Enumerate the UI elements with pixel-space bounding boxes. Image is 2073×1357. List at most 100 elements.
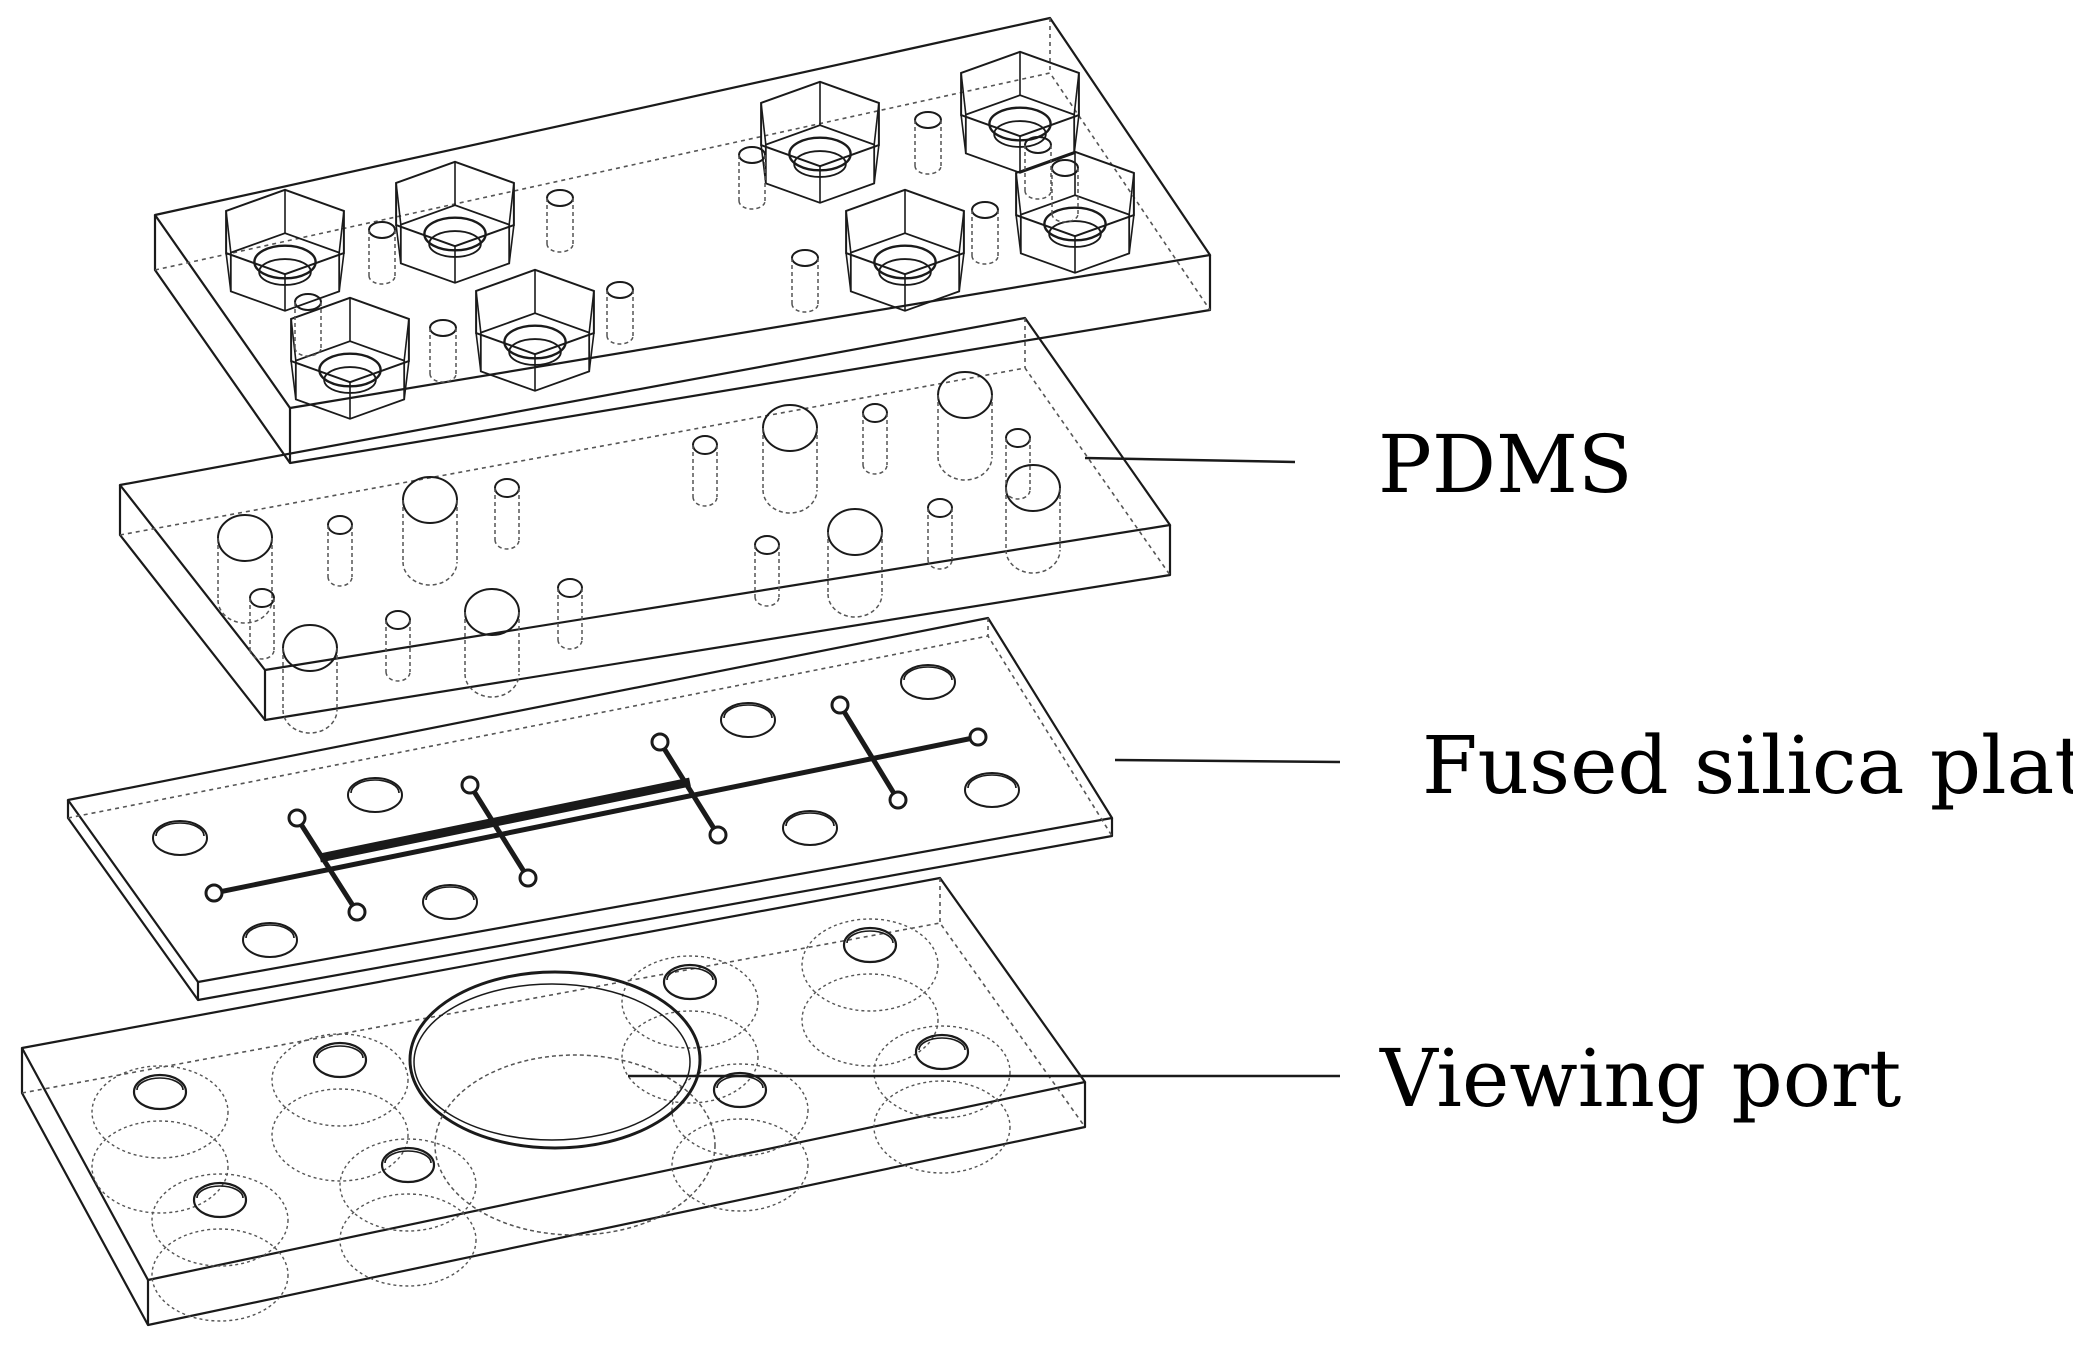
reservoir-2-2 — [518, 868, 538, 888]
hex-nut-8-hex-edge — [1128, 172, 1135, 215]
silica-port-rim-3 — [723, 704, 773, 719]
pdms-middle-layer — [118, 316, 1172, 734]
hex-nut-1-hex-edge — [225, 252, 232, 292]
hex-nut-5-hex-edge — [873, 102, 880, 145]
mid-pin-1-top — [327, 515, 353, 535]
silica-port-rim-4 — [903, 666, 953, 681]
hex-nut-6-hex-edge — [960, 114, 967, 154]
holder-hole-rim-3 — [666, 967, 714, 981]
hex-nut-5-hex-edge — [760, 102, 767, 145]
mid-bore-1-top — [217, 514, 273, 562]
holder-well-7 — [671, 1063, 809, 1157]
reservoir-1-2 — [347, 902, 367, 922]
hex-nut-4-hex-edge — [475, 332, 482, 372]
holder-well-1 — [91, 1065, 229, 1159]
holder-well-lower-3 — [621, 1010, 759, 1104]
top-pin-5-bottom — [606, 335, 634, 345]
hex-nut-3-bore — [318, 352, 382, 388]
mid-bore-1-bottom — [217, 599, 273, 624]
mid-bore-5-top — [282, 624, 338, 672]
viewing-port-window — [408, 970, 702, 1150]
reservoir-1-1 — [287, 808, 307, 828]
holder-well-lower-2 — [271, 1088, 409, 1182]
hex-nut-3-hex-edge — [290, 360, 297, 400]
holder-hole-2 — [312, 1041, 368, 1079]
hex-nut-7-hex-edge — [958, 210, 965, 253]
hex-nut-6-bore-inner — [993, 120, 1047, 148]
top-pin-11-top — [1024, 136, 1052, 154]
silica-port-4 — [900, 664, 956, 700]
mid-pin-4-top — [862, 403, 888, 423]
mid-bore-3-bottom — [762, 489, 818, 514]
mid-pin-4-bottom — [862, 464, 888, 475]
channel-end-2 — [968, 727, 988, 747]
pdms-top-layer — [153, 16, 1212, 465]
holder-well-8 — [873, 1025, 1011, 1119]
holder-hole-5 — [192, 1181, 248, 1219]
silica-port-7 — [782, 810, 838, 846]
hex-nut-6-hex-edge — [960, 72, 967, 115]
bottom-hidden-edge — [21, 922, 1086, 1128]
holder-hole-8 — [914, 1033, 970, 1071]
silica-port-3 — [720, 702, 776, 738]
top-pin-7-bottom — [914, 165, 942, 175]
hex-nut-8-bore-inner — [1048, 220, 1102, 248]
holder-well-lower-8 — [873, 1080, 1011, 1174]
mid-bore-7-top — [827, 508, 883, 556]
hex-nut-7-hex-edge — [845, 210, 852, 253]
separation-channel-dense — [319, 777, 691, 863]
hex-nut-2-bore-inner — [428, 230, 482, 258]
main-channel — [213, 734, 979, 896]
hex-nut-2-bore — [423, 216, 487, 252]
mid-bore-7-bottom — [827, 593, 883, 618]
top-pin-9-bottom — [791, 303, 819, 313]
top-pin-10-bottom — [1051, 213, 1079, 223]
hex-nut-1-bore-inner — [258, 258, 312, 286]
mid-pin-9-bottom — [927, 559, 953, 570]
silica-port-8 — [964, 772, 1020, 808]
cross-channel-1 — [294, 816, 360, 914]
hex-nut-6-bore — [988, 106, 1052, 142]
top-pin-6-top — [738, 146, 766, 164]
top-pin-4-top — [429, 319, 457, 337]
silica-port-1 — [152, 820, 208, 856]
holder-well-2 — [271, 1033, 409, 1127]
holder-hole-rim-1 — [136, 1077, 184, 1091]
hex-nut-1-hex-edge — [225, 210, 232, 253]
hex-nut-2-hex-edge — [395, 182, 402, 225]
hex-nut-1-bore — [253, 244, 317, 280]
hex-nut-8-hex-edge — [1015, 214, 1022, 254]
mid-pin-5-bottom — [249, 649, 275, 660]
mid-pin-1-bottom — [327, 576, 353, 587]
mid-pin-5-top — [249, 588, 275, 608]
top-pin-1-bottom — [368, 275, 396, 285]
reservoir-3-1 — [650, 732, 670, 752]
holder-well-4 — [801, 918, 939, 1012]
top-pin-5-top — [606, 281, 634, 299]
silica-port-2 — [347, 777, 403, 813]
holder-well-lower-1 — [91, 1120, 229, 1214]
pdms-mid-hidden-edge — [119, 367, 1171, 576]
hex-nut-2-hex-edge — [508, 182, 515, 225]
mid-bore-2-bottom — [402, 561, 458, 586]
holder-hole-rim-2 — [316, 1045, 364, 1059]
mid-bore-8-top — [1005, 464, 1061, 512]
mid-bore-6-bottom — [464, 673, 520, 698]
hex-nut-6-hex-edge — [1073, 72, 1080, 115]
mid-bore-4-bottom — [937, 456, 993, 481]
hex-nut-8-hex-edge — [1015, 172, 1022, 215]
reservoir-4-2 — [888, 790, 908, 810]
holder-well-3 — [621, 955, 759, 1049]
hex-nut-4-bore — [503, 324, 567, 360]
holder-hole-rim-4 — [846, 930, 894, 944]
mid-pin-3-top — [692, 435, 718, 455]
top-pin-2-bottom — [546, 243, 574, 253]
mid-bore-5-bottom — [282, 709, 338, 734]
fused-silica-plate — [66, 616, 1114, 1002]
holder-hole-3 — [662, 963, 718, 1001]
reservoir-3-2 — [708, 825, 728, 845]
hex-nut-5-bore-inner — [793, 150, 847, 178]
holder-well-lower-5 — [151, 1228, 289, 1322]
hex-nut-3-hex-edge — [403, 318, 410, 361]
hex-nut-7-hex-edge — [845, 252, 852, 292]
